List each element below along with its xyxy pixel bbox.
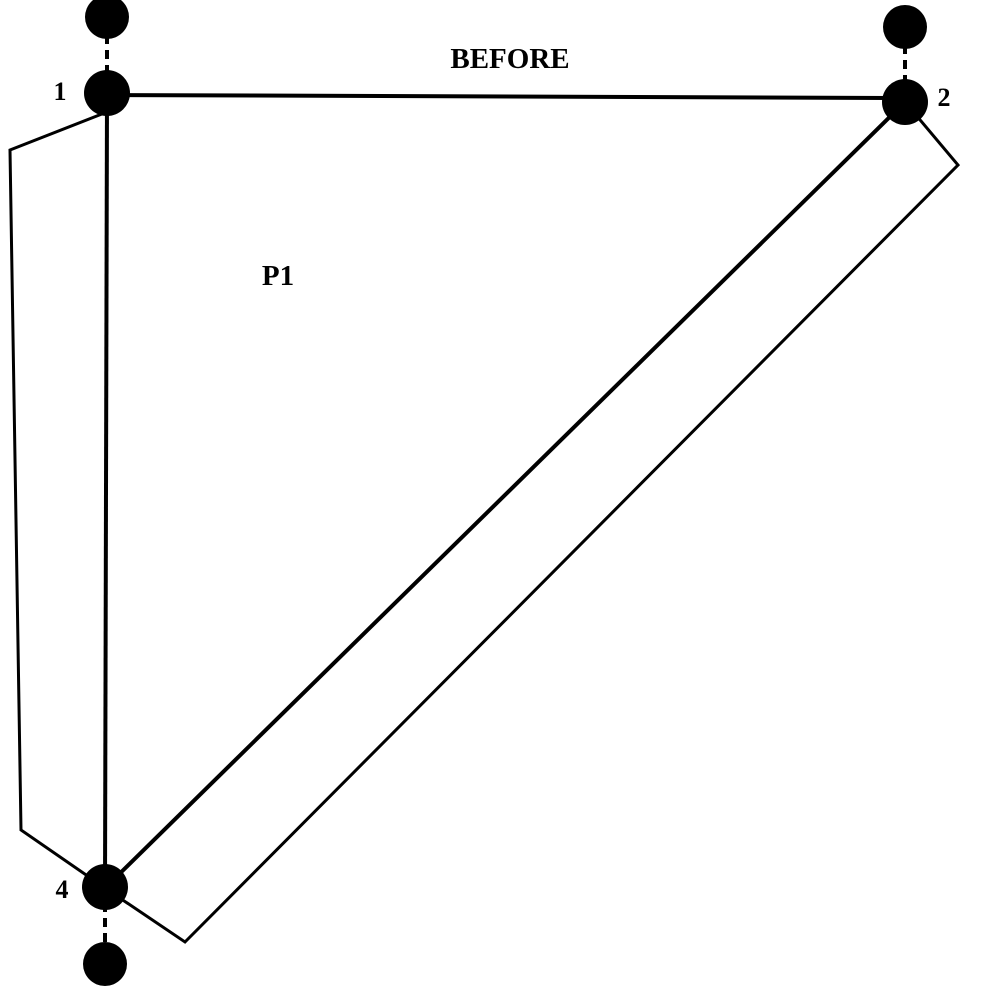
support-node-4 bbox=[83, 942, 127, 986]
node-label-1: 1 bbox=[54, 77, 67, 106]
support-node-1 bbox=[85, 0, 129, 39]
support-node-2 bbox=[883, 5, 927, 49]
offset-bracket-left bbox=[8, 110, 108, 890]
region-label: P1 bbox=[262, 260, 294, 292]
edge-1-2 bbox=[106, 93, 906, 100]
node-2 bbox=[882, 79, 928, 125]
edge-1-4 bbox=[103, 94, 109, 889]
node-4 bbox=[82, 864, 128, 910]
edge-2-4 bbox=[103, 100, 907, 890]
offset-bracket-diagonal bbox=[104, 101, 961, 944]
node-label-2: 2 bbox=[938, 83, 951, 112]
diagram-title: BEFORE bbox=[450, 43, 569, 75]
node-label-4: 4 bbox=[56, 875, 69, 904]
node-1 bbox=[84, 70, 130, 116]
